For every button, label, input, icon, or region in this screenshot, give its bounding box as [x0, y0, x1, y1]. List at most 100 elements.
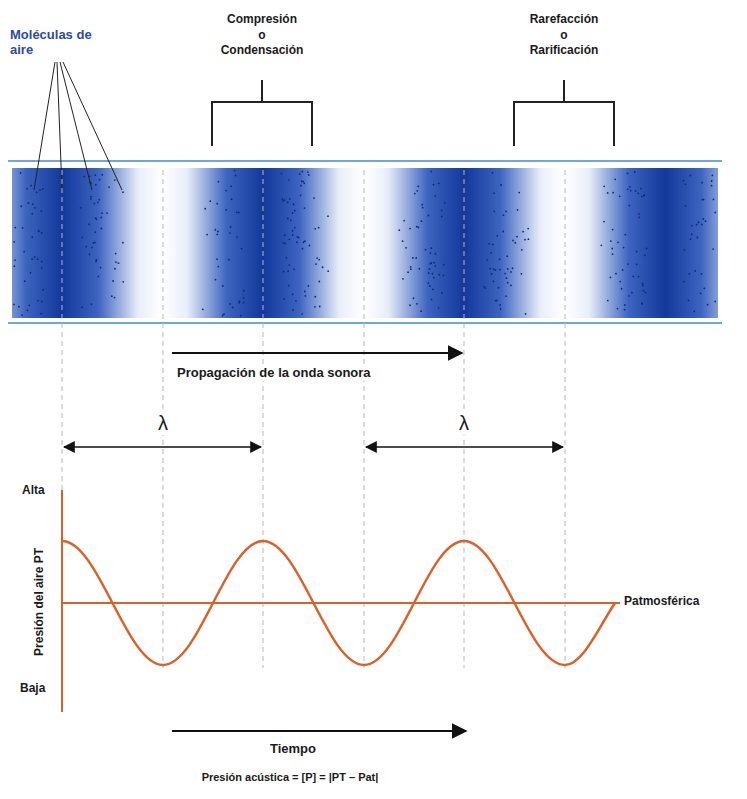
- molecule-dot: [619, 281, 621, 283]
- wavelength-label: λ: [456, 412, 472, 435]
- molecule-dot: [701, 182, 703, 184]
- molecule-dot: [624, 304, 626, 306]
- molecule-dot: [506, 255, 508, 257]
- molecule-dot: [234, 170, 236, 172]
- molecule-dot: [634, 171, 636, 173]
- molecule-dot: [489, 268, 491, 270]
- molecule-dot: [307, 171, 309, 173]
- molecule-dot: [641, 303, 643, 305]
- molecule-dot: [444, 202, 446, 204]
- molecule-dot: [428, 272, 430, 274]
- molecule-dot: [430, 262, 432, 264]
- molecule-dot: [285, 257, 287, 259]
- molecule-dot: [88, 223, 90, 225]
- molecule-dot: [95, 184, 97, 186]
- molecule-dot: [610, 277, 612, 279]
- molecule-dot: [431, 299, 433, 301]
- molecule-dot: [429, 285, 431, 287]
- molecule-dot: [607, 300, 609, 302]
- molecule-dot: [510, 285, 512, 287]
- molecule-dot: [714, 212, 716, 214]
- molecule-dot: [85, 246, 87, 248]
- molecule-dot: [225, 209, 227, 211]
- molecule-dot: [500, 184, 502, 186]
- molecule-dot: [402, 278, 404, 280]
- molecule-dot: [27, 309, 29, 311]
- molecule-dot: [229, 303, 231, 305]
- molecule-dot: [492, 172, 494, 174]
- molecule-dot: [202, 308, 204, 310]
- molecule-dot: [702, 218, 704, 220]
- molecule-dot: [308, 245, 310, 247]
- molecule-dot: [241, 248, 243, 250]
- molecule-dot: [432, 273, 434, 275]
- molecule-dot: [430, 171, 432, 173]
- molecule-dot: [222, 315, 224, 317]
- molecule-dot: [628, 295, 630, 297]
- molecule-dot: [37, 258, 39, 260]
- molecule-dot: [292, 212, 294, 214]
- molecule-dot: [99, 179, 101, 181]
- molecule-dot: [81, 306, 83, 308]
- molecule-dot: [90, 196, 92, 198]
- molecule-dot: [302, 181, 304, 183]
- molecule-dot: [80, 207, 82, 209]
- molecule-dot: [500, 308, 502, 310]
- molecule-dot: [298, 237, 300, 239]
- molecule-dot: [504, 273, 506, 275]
- molecule-dot: [638, 213, 640, 215]
- molecule-dot: [415, 257, 417, 259]
- molecule-dot: [619, 195, 621, 197]
- molecule-dot: [443, 264, 445, 266]
- molecule-dot: [527, 238, 529, 240]
- guide-lines: [62, 170, 565, 668]
- molecule-dot: [216, 258, 218, 260]
- molecule-dot: [683, 281, 685, 283]
- propagation-label: Propagación de la onda sonora: [174, 366, 374, 381]
- molecule-dot: [416, 226, 418, 228]
- rarefaction-label: Rarefacción o Rarificación: [530, 12, 599, 59]
- molecule-dot: [433, 277, 435, 279]
- molecule-dot: [503, 214, 505, 216]
- molecule-dot: [299, 173, 301, 175]
- molecule-dot: [624, 234, 626, 236]
- molecule-dot: [696, 224, 698, 226]
- molecule-dot: [42, 188, 44, 190]
- molecule-dot: [409, 228, 411, 230]
- molecule-dot: [228, 259, 230, 261]
- molecule-dot: [711, 185, 713, 187]
- molecule-dot: [313, 197, 315, 199]
- molecule-dot: [418, 226, 420, 228]
- molecule-dot: [524, 239, 526, 241]
- molecule-dot: [505, 211, 507, 213]
- molecule-dot: [239, 300, 241, 302]
- molecule-dot: [300, 194, 302, 196]
- molecule-dot: [498, 287, 500, 289]
- molecule-dot: [492, 244, 494, 246]
- molecule-dot: [97, 201, 99, 203]
- molecule-dot: [101, 212, 103, 214]
- compression-label: Compresión o Condensación: [221, 12, 304, 59]
- molecule-dot: [433, 262, 435, 264]
- time-label: Tiempo: [270, 742, 316, 757]
- molecule-dot: [405, 247, 407, 249]
- molecule-dot: [611, 248, 613, 250]
- molecule-dot: [507, 282, 509, 284]
- molecule-dot: [94, 241, 96, 243]
- molecule-dot: [438, 182, 440, 184]
- molecule-dot: [711, 175, 713, 177]
- axis-label: Presión del aire PT: [33, 548, 47, 656]
- tube-wall: [8, 160, 722, 162]
- molecule-dot: [281, 173, 283, 175]
- molecule-dot: [288, 264, 290, 266]
- molecule-dot: [18, 306, 20, 308]
- molecule-dot: [283, 298, 285, 300]
- molecule-dot: [225, 190, 227, 192]
- molecule-dot: [100, 217, 102, 219]
- molecule-dot: [430, 247, 432, 249]
- molecule-dot: [96, 218, 98, 220]
- molecule-dot: [318, 227, 320, 229]
- molecule-dot: [506, 277, 508, 279]
- molecule-dot: [318, 281, 320, 283]
- molecule-dot: [14, 259, 16, 261]
